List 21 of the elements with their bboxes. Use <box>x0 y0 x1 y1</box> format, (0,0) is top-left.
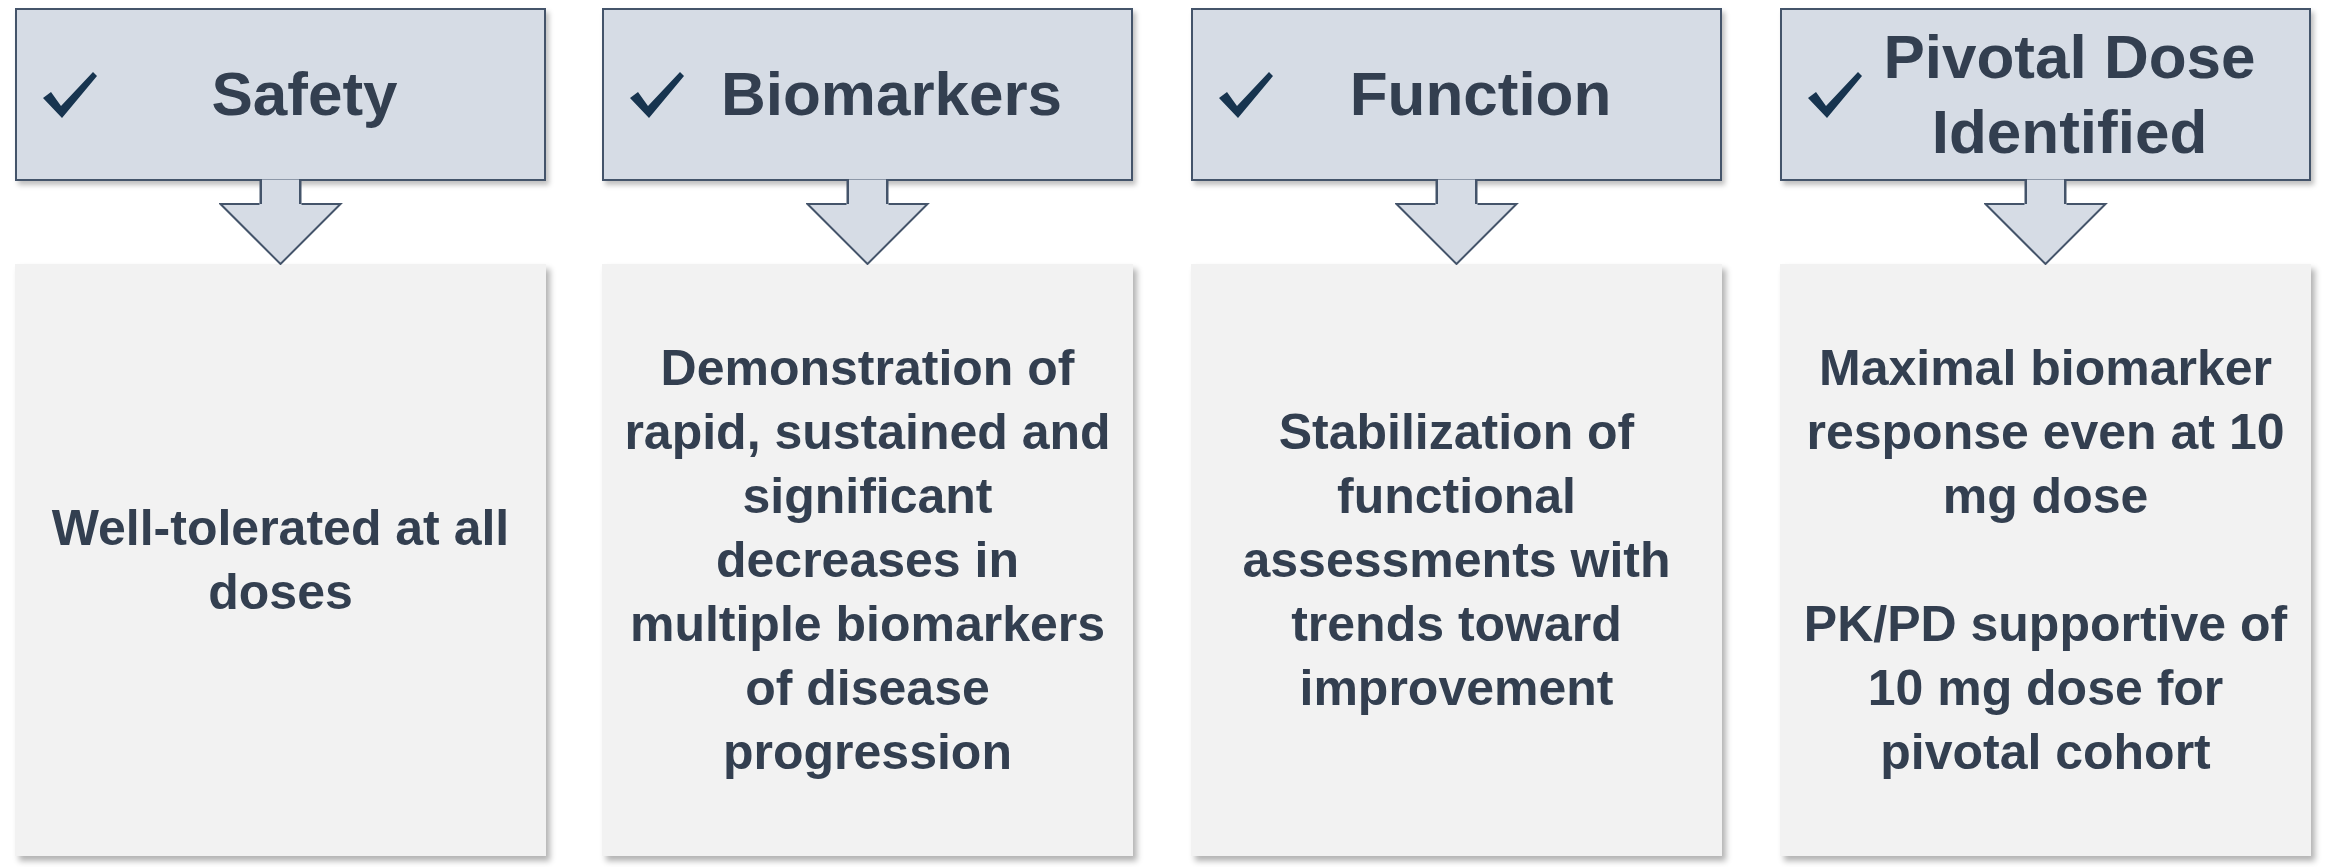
block-arrow <box>1984 179 2107 265</box>
content-text: Maximal biomarker response even at 10 mg dose <box>1805 339 2286 526</box>
content-text: PK/PD supportive of 10 mg dose for pivotal cohort <box>1802 595 2289 782</box>
header-title: Function <box>1348 58 1613 131</box>
header-box <box>602 8 1133 181</box>
content-box <box>15 264 546 856</box>
content-text: Demonstration of rapid, sustained and significant decreases in multiple biomarkers of disease progression <box>623 339 1112 782</box>
content-box <box>602 264 1133 856</box>
block-arrow <box>806 179 929 265</box>
header-title: Biomarkers <box>719 58 1064 131</box>
block-arrow <box>1395 179 1518 265</box>
block-arrow <box>219 179 342 265</box>
content-box <box>1191 264 1722 856</box>
header-title: Safety <box>210 58 399 131</box>
header-box <box>1191 8 1722 181</box>
header-box <box>15 8 546 181</box>
content-text: Stabilization of functional assessments with trends toward improvement <box>1241 403 1672 718</box>
header-title: Pivotal Dose Identified <box>1882 21 2257 168</box>
content-text: Well-tolerated at all doses <box>50 499 511 622</box>
content-box <box>1780 264 2311 856</box>
header-box <box>1780 8 2311 181</box>
